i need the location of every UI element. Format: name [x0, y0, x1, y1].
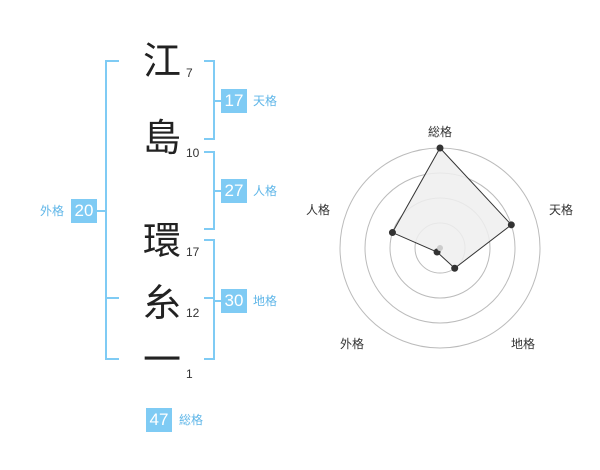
name-char-5: 一 — [142, 338, 181, 382]
stroke-count-2: 10 — [186, 146, 200, 160]
name-char-1: 江 — [142, 39, 181, 83]
gaikaku-label: 外格 — [40, 204, 65, 218]
radar-label-soukaku: 総格 — [428, 125, 453, 139]
radar-points — [388, 144, 515, 272]
gaikaku-value: 20 — [71, 199, 97, 223]
name-char-3: 環 — [142, 219, 181, 263]
radar-label-jinkaku: 人格 — [306, 203, 331, 217]
radar-label-tenkaku: 天格 — [549, 203, 574, 217]
radar-center-dot — [437, 245, 443, 251]
chikaku-label: 地格 — [253, 294, 278, 308]
jinkaku-label: 人格 — [253, 184, 278, 198]
radar-point-2 — [507, 221, 515, 229]
chikaku-value: 30 — [221, 289, 247, 313]
radar-point-1 — [436, 144, 444, 152]
radar-point-5 — [388, 229, 396, 237]
tenkaku-value: 17 — [221, 89, 247, 113]
radar-label-chikaku: 地格 — [511, 337, 536, 351]
stroke-count-4: 12 — [186, 306, 200, 320]
radar-point-3 — [451, 264, 459, 272]
stroke-count-3: 17 — [186, 245, 200, 259]
soukaku-value: 47 — [146, 408, 172, 432]
chikaku-bracket — [204, 239, 215, 360]
tenkaku-label: 天格 — [253, 94, 278, 108]
soukaku-label: 総格 — [179, 413, 204, 427]
name-char-2: 島 — [142, 116, 181, 160]
radar-label-gaikaku: 外格 — [340, 337, 365, 351]
jinkaku-value: 27 — [221, 179, 247, 203]
radar-score-polygon — [391, 147, 513, 269]
stroke-count-1: 7 — [186, 66, 193, 80]
stroke-count-5: 1 — [186, 367, 193, 381]
name-char-4: 糸 — [142, 281, 181, 325]
